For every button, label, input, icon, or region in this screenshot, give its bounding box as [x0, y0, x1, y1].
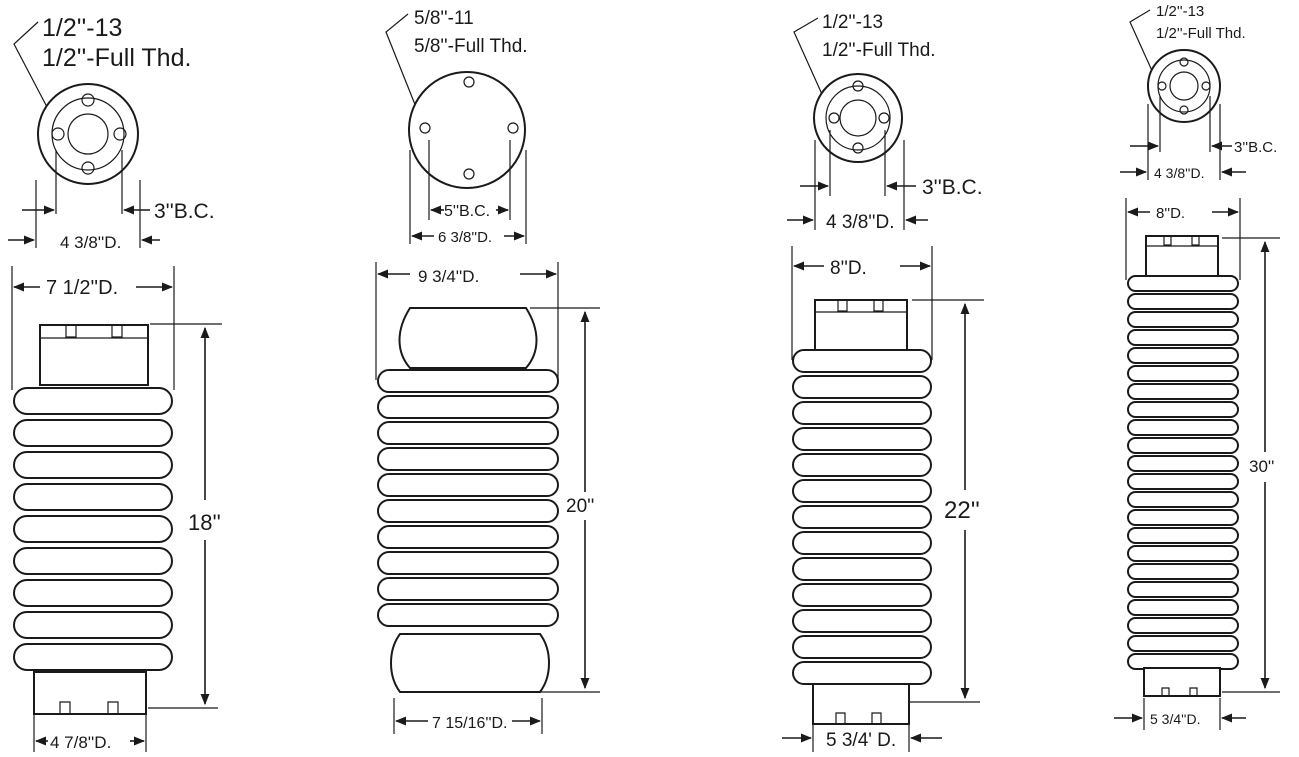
insulator-c-thread-length: 1/2''-Full Thd. [822, 40, 936, 61]
insulator-c-top-view [813, 73, 903, 163]
insulator-a-top-diameter: 7 1/2''D. [46, 277, 118, 299]
insulator-d-height: 30'' [1249, 457, 1274, 476]
insulator-d-bolt-circle: 3''B.C. [1234, 139, 1277, 156]
insulator-a-height: 18'' [188, 510, 221, 535]
bolt-holes [51, 93, 127, 175]
insulator-d-top-diameter: 8''D. [1156, 205, 1185, 222]
insulator-c-cap-diameter: 4 3/8''D. [826, 212, 895, 233]
insulator-a-side-view [13, 324, 173, 715]
bolt-holes [419, 76, 519, 180]
insulator-a-bottom-diameter: 4 7/8''D. [50, 733, 111, 752]
insulator-b-side-view [377, 307, 559, 693]
insulator-d-thread-length: 1/2''-Full Thd. [1156, 25, 1246, 42]
insulator-a-cap-diameter: 4 3/8''D. [60, 233, 121, 252]
bolt-holes [1157, 57, 1211, 115]
insulator-b-height: 20'' [566, 496, 594, 517]
insulator-b-thread-length: 5/8''-Full Thd. [414, 36, 528, 57]
insulator-c: 1/2''-13 1/2''-Full Thd. 3''B.C. 4 3/8''… [782, 12, 984, 752]
insulator-a: 1/2''-13 1/2''-Full Thd. 3''B.C. 4 3/8''… [8, 14, 222, 752]
insulator-d: 1/2''-13 1/2''-Full Thd. 3''B.C. 4 3/8''… [1114, 3, 1280, 730]
insulator-c-height: 22'' [944, 497, 980, 524]
insulator-c-bottom-diameter: 5 3/4' D. [826, 730, 896, 751]
insulator-d-bottom-diameter: 5 3/4''D. [1150, 711, 1200, 727]
insulator-a-thread-length: 1/2''-Full Thd. [42, 44, 191, 72]
insulator-c-top-diameter: 8''D. [830, 258, 867, 279]
insulator-d-top-view [1147, 49, 1221, 123]
insulator-b-bolt-circle: 5''B.C. [444, 203, 490, 220]
insulator-c-bolt-circle: 3''B.C. [922, 176, 983, 199]
insulator-b-bottom-diameter: 7 15/16''D. [432, 715, 508, 732]
insulator-d-cap-diameter: 4 3/8''D. [1154, 165, 1204, 181]
insulator-c-thread-spec: 1/2''-13 [822, 12, 883, 33]
insulator-c-side-view [792, 299, 932, 725]
insulator-b-thread-spec: 5/8''-11 [414, 8, 474, 29]
insulator-a-top-view [37, 83, 139, 185]
insulator-a-thread-spec: 1/2''-13 [42, 14, 122, 42]
insulator-b-top-diameter: 9 3/4''D. [418, 267, 479, 286]
insulator-b-top-view [408, 71, 526, 189]
insulator-a-bolt-circle: 3''B.C. [154, 200, 215, 223]
bolt-holes [828, 80, 890, 154]
insulator-d-thread-spec: 1/2''-13 [1156, 3, 1204, 20]
insulator-d-side-view [1127, 235, 1239, 697]
insulator-b-cap-diameter: 6 3/8''D. [438, 229, 492, 246]
insulator-b: 5/8''-11 5/8''-Full Thd. 5''B.C. 6 3/8''… [375, 8, 600, 734]
